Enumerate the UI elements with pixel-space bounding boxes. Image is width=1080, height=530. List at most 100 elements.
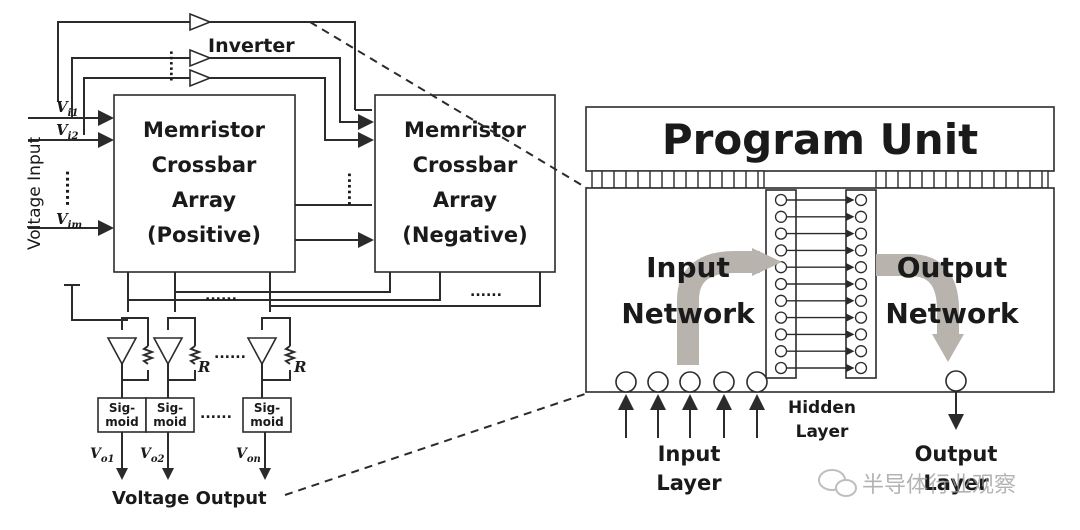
hidden-node (774, 244, 788, 257)
array-negative-text: Memristor Crossbar Array (Negative) (402, 118, 527, 247)
resistors (141, 345, 297, 365)
memristor-array-negative (374, 94, 556, 273)
svg-text:(Negative): (Negative) (402, 223, 527, 247)
watermark-text: 半导体行业观察 (862, 473, 1016, 498)
input-labels: Vi1 Vi2 ...... Vim (56, 98, 82, 231)
input-node (615, 371, 637, 393)
input-vi1: Vi1 (56, 98, 78, 119)
hidden-node (854, 345, 868, 358)
svg-text:Sig-: Sig- (254, 401, 280, 415)
svg-text:Layer: Layer (656, 471, 722, 495)
zoom-line-bottom (284, 392, 589, 496)
output-layer-label: Output Layer (915, 442, 998, 495)
svg-text:Network: Network (621, 297, 756, 330)
memristor-array-positive (113, 94, 296, 273)
svg-text:Crossbar: Crossbar (152, 153, 257, 177)
column-ellipsis: ...... (205, 288, 237, 304)
inverter-label: Inverter (208, 35, 295, 57)
hidden-node (854, 244, 868, 257)
sigmoid-blocks (97, 397, 292, 433)
svg-text:moid: moid (105, 415, 138, 429)
inverter-ellipsis: ...... (166, 50, 182, 82)
hidden-node (774, 294, 788, 307)
svg-text:Output: Output (915, 442, 998, 466)
hidden-layer-label: Hidden Layer (788, 398, 856, 442)
program-unit-box (585, 106, 1055, 172)
svg-text:Network: Network (885, 297, 1020, 330)
output-network-label: Output Network (885, 251, 1020, 330)
svg-text:(Positive): (Positive) (147, 223, 261, 247)
hidden-node (854, 261, 868, 274)
output-flow-arrowhead (932, 334, 964, 362)
svg-text:Hidden: Hidden (788, 398, 856, 418)
input-flow-arrowhead (752, 248, 782, 276)
hidden-node (854, 328, 868, 341)
input-network-label: Input Network (621, 251, 756, 330)
hidden-node (854, 277, 868, 291)
svg-text:Input: Input (646, 251, 730, 284)
hidden-node (774, 193, 788, 207)
neg-column-ellipsis: ...... (470, 284, 502, 300)
svg-text:moid: moid (250, 415, 283, 429)
svg-text:Von: Von (236, 446, 261, 465)
svg-text:Vo1: Vo1 (90, 446, 115, 465)
hidden-node (854, 311, 868, 324)
input-layer-label: Input Layer (656, 442, 722, 495)
hidden-node (854, 361, 868, 375)
hidden-node (774, 345, 788, 358)
svg-text:Memristor: Memristor (143, 118, 266, 142)
hidden-node (774, 227, 788, 240)
neural-network-box (585, 187, 1055, 393)
input-flow-arrow (677, 251, 760, 365)
input-node (647, 371, 669, 393)
hidden-node (854, 294, 868, 307)
hidden-node (774, 210, 788, 223)
array-ellipsis: ...... (344, 172, 362, 206)
connector-ticks (601, 171, 1043, 188)
svg-text:Sig-: Sig- (109, 401, 135, 415)
hidden-node (854, 227, 868, 240)
input-vim: Vim (56, 210, 82, 231)
input-layer-nodes (615, 371, 768, 438)
wechat-icon (818, 469, 857, 497)
voltage-output-label: Voltage Output (112, 488, 267, 509)
hidden-layer-nodes (774, 193, 868, 375)
amp-ellipsis: ...... (214, 346, 246, 362)
svg-text:Input: Input (658, 442, 721, 466)
hidden-node (854, 210, 868, 223)
inverter-wires (28, 21, 541, 480)
svg-text:Crossbar: Crossbar (413, 153, 518, 177)
array-positive-text: Memristor Crossbar Array (Positive) (143, 118, 266, 247)
svg-text:Memristor: Memristor (404, 118, 527, 142)
program-unit-label: Program Unit (662, 115, 978, 164)
hidden-node (774, 277, 788, 291)
hidden-node (774, 311, 788, 324)
zoom-line-top (309, 21, 591, 191)
input-node (713, 371, 735, 393)
hidden-node (774, 328, 788, 341)
output-labels: Vo1 Vo2 Von (90, 446, 261, 465)
svg-text:Output: Output (897, 251, 1007, 284)
sigmoid-ellipsis: ...... (200, 406, 232, 422)
program-unit-connectors (591, 170, 1049, 189)
svg-text:Sig-: Sig- (157, 401, 183, 415)
input-node (679, 371, 701, 393)
svg-text:Layer: Layer (796, 422, 849, 442)
input-vi2: Vi2 (56, 121, 78, 142)
input-ellipsis: ...... (62, 170, 81, 206)
hidden-node (854, 193, 868, 207)
svg-text:Array: Array (172, 188, 236, 212)
resistor-label-r: R (197, 358, 210, 376)
output-flow-arrow (876, 254, 959, 338)
svg-text:Array: Array (433, 188, 497, 212)
resistor-label-r: R (293, 358, 306, 376)
output-node (945, 370, 967, 392)
input-node (746, 371, 768, 393)
svg-text:Vo2: Vo2 (140, 446, 165, 465)
sigmoid-text: Sig- moid Sig- moid Sig- moid (105, 401, 283, 429)
amplifiers (106, 337, 278, 366)
svg-text:Layer: Layer (923, 471, 989, 495)
svg-text:moid: moid (153, 415, 186, 429)
inverter-triangles (189, 12, 213, 88)
